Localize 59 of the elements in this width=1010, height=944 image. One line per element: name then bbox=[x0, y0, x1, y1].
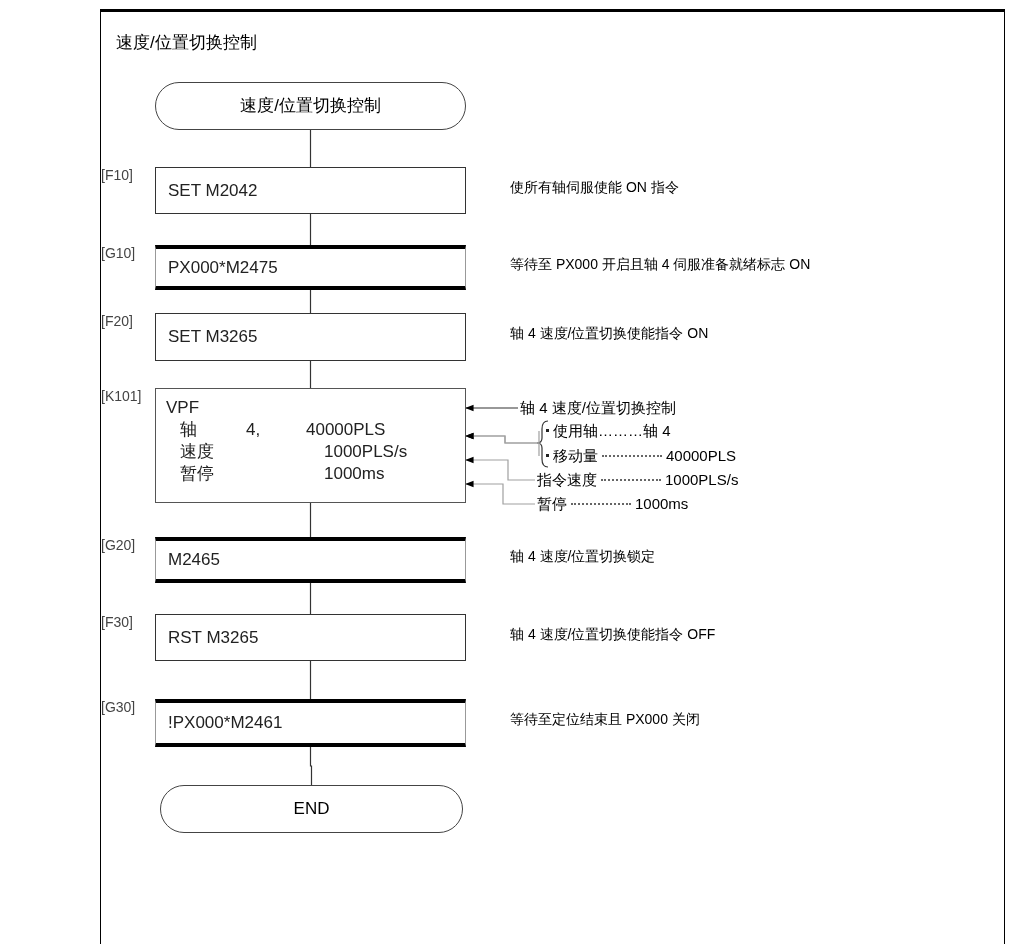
motion-parameter: 轴 bbox=[180, 419, 197, 441]
motion-parameter: 4, bbox=[246, 419, 261, 441]
leader-arrow bbox=[465, 480, 536, 505]
step-comment: 轴 4 速度/位置切换使能指令 OFF bbox=[510, 624, 716, 644]
flow-line bbox=[309, 213, 312, 246]
step-number: [K101] bbox=[101, 387, 142, 406]
leader-arrow bbox=[465, 456, 536, 481]
leader-arrow bbox=[465, 432, 540, 457]
step-instruction: !PX000*M2461 bbox=[168, 712, 283, 735]
flow-line bbox=[309, 360, 312, 389]
step-comment: 轴 4 速度/位置切换使能指令 ON bbox=[510, 324, 709, 343]
step-number: [F30] bbox=[101, 613, 133, 632]
motion-parameter: 1000ms bbox=[324, 463, 385, 485]
flow-line bbox=[309, 502, 312, 538]
step-comment: 等待至 PX000 开启且轴 4 伺服准备就绪标志 ON bbox=[510, 254, 811, 274]
leader-arrow bbox=[465, 404, 519, 412]
step-number: [G20] bbox=[101, 536, 136, 555]
annotation-text: 使用轴………轴 4 bbox=[553, 420, 671, 441]
diagram-title: 速度/位置切换控制 bbox=[116, 32, 257, 54]
flow-line bbox=[309, 660, 312, 700]
annotation-text: 1000ms bbox=[635, 493, 689, 514]
step-number: [F20] bbox=[101, 312, 133, 331]
step-comment: 使所有轴伺服使能 ON 指令 bbox=[510, 177, 679, 197]
annotation-text: 移动量 bbox=[553, 445, 598, 466]
step-instruction: SET M2042 bbox=[168, 179, 258, 202]
terminal-label: 速度/位置切换控制 bbox=[240, 95, 381, 118]
terminal-label: END bbox=[293, 798, 330, 821]
motion-parameter: VPF bbox=[166, 397, 200, 419]
motion-step-box bbox=[155, 388, 466, 503]
motion-parameter: 暂停 bbox=[180, 463, 214, 485]
step-comment: 轴 4 速度/位置切换锁定 bbox=[510, 547, 656, 566]
annotation-text: 1000PLS/s bbox=[665, 469, 739, 490]
terminal-shape bbox=[155, 82, 466, 130]
motion-parameter: 40000PLS bbox=[306, 419, 386, 441]
step-number: [G30] bbox=[101, 698, 136, 717]
step-instruction: RST M3265 bbox=[168, 626, 259, 649]
transition-step-box bbox=[155, 537, 466, 583]
flow-line bbox=[309, 746, 313, 786]
operation-step-box bbox=[155, 313, 466, 361]
step-number: [F10] bbox=[101, 166, 133, 185]
flow-line bbox=[309, 289, 312, 314]
terminal-shape bbox=[160, 785, 463, 833]
step-instruction: M2465 bbox=[168, 549, 220, 572]
operation-step-box bbox=[155, 614, 466, 661]
annotation-text: 40000PLS bbox=[666, 445, 737, 466]
transition-step-box bbox=[155, 699, 466, 747]
motion-parameter: 1000PLS/s bbox=[324, 441, 408, 463]
flow-line bbox=[309, 582, 312, 615]
step-number: [G10] bbox=[101, 244, 136, 263]
step-instruction: SET M3265 bbox=[168, 326, 258, 349]
step-instruction: PX000*M2475 bbox=[168, 256, 278, 279]
motion-parameter: 速度 bbox=[180, 441, 214, 463]
flow-line bbox=[309, 129, 312, 168]
annotation-text: 指令速度 bbox=[537, 469, 597, 490]
operation-step-box bbox=[155, 167, 466, 214]
step-comment: 等待至定位结束且 PX000 关闭 bbox=[510, 710, 700, 729]
annotation-text: 暂停 bbox=[537, 493, 567, 514]
transition-step-box bbox=[155, 245, 466, 290]
annotation-text: 轴 4 速度/位置切换控制 bbox=[520, 397, 676, 418]
